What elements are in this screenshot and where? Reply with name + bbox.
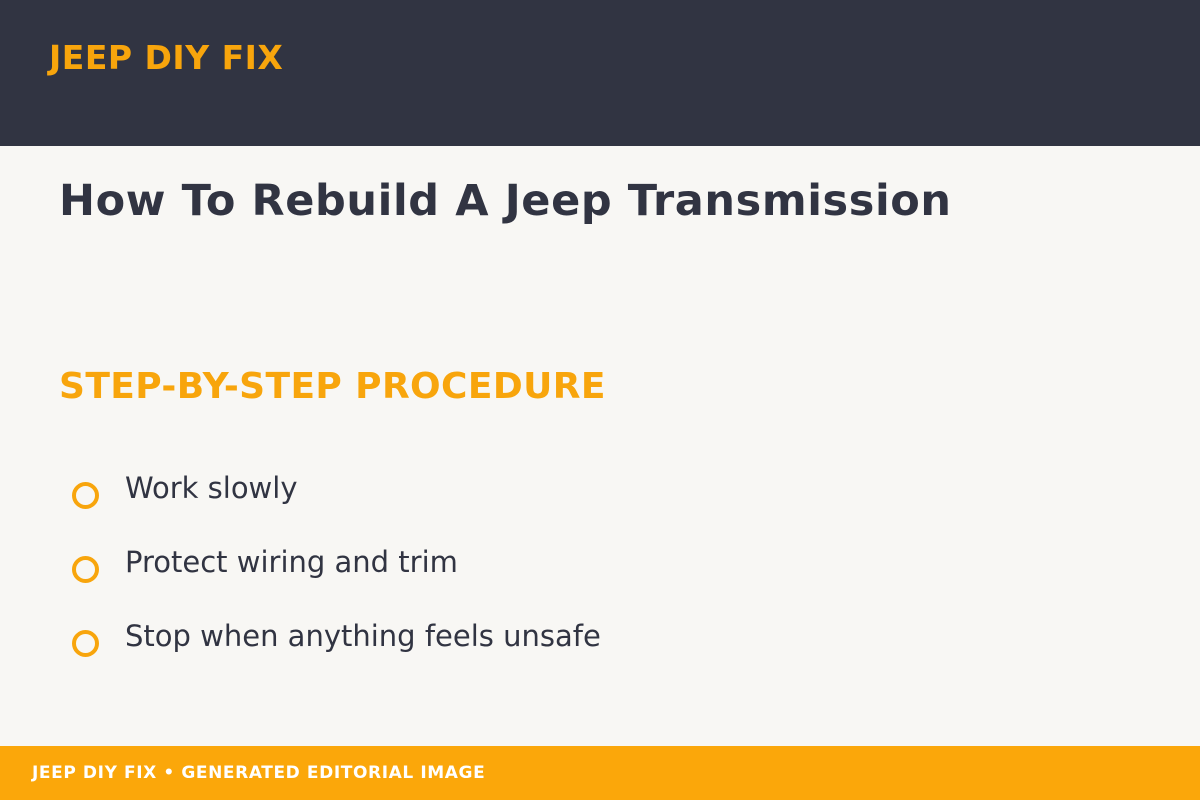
step-text: Protect wiring and trim <box>125 545 458 579</box>
list-item: Protect wiring and trim <box>72 544 772 584</box>
footer-caption: JEEP DIY FIX • GENERATED EDITORIAL IMAGE <box>32 763 486 783</box>
ring-bullet-icon <box>72 556 99 583</box>
list-item: Work slowly <box>72 470 772 510</box>
list-item: Stop when anything feels unsafe <box>72 618 772 658</box>
page-title: How To Rebuild A Jeep Transmission <box>59 176 952 226</box>
brand-logo-text: JEEP DIY FIX <box>49 38 284 77</box>
ring-bullet-icon <box>72 630 99 657</box>
footer-bar: JEEP DIY FIX • GENERATED EDITORIAL IMAGE <box>0 746 1200 800</box>
ring-bullet-icon <box>72 482 99 509</box>
header-bar: JEEP DIY FIX <box>0 0 1200 146</box>
step-text: Work slowly <box>125 471 298 505</box>
section-heading: STEP-BY-STEP PROCEDURE <box>59 366 606 407</box>
step-text: Stop when anything feels unsafe <box>125 619 601 653</box>
